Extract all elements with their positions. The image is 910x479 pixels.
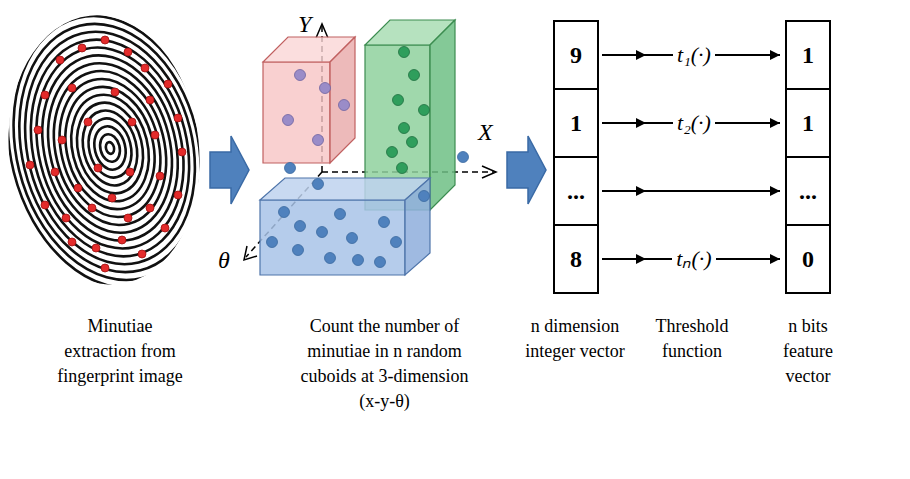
ridge <box>0 0 233 301</box>
vector-cell: 9 <box>553 20 599 90</box>
ridge <box>0 0 241 310</box>
axis-arrowhead <box>482 166 496 178</box>
cell-value: 1 <box>570 110 582 136</box>
ridge <box>2 14 219 283</box>
cell-value: ... <box>567 178 585 204</box>
axis-label: Y <box>298 12 311 36</box>
step-caption: Threshold function <box>647 314 737 364</box>
ridge <box>105 141 116 155</box>
minutiae-points <box>283 70 350 146</box>
axis-arrowhead <box>244 246 257 260</box>
cuboid-face <box>260 178 430 200</box>
fingerprint-ridges <box>0 0 241 310</box>
threshold-arrow <box>602 190 780 192</box>
cell-value: 9 <box>570 42 582 68</box>
vector-cell: 8 <box>553 224 599 294</box>
cell-value: 1 <box>802 110 814 136</box>
minutiae-dots <box>26 36 186 272</box>
ridge <box>97 132 122 164</box>
ridge <box>0 4 226 291</box>
cell-value: 8 <box>570 246 582 272</box>
cell-value: 1 <box>802 42 814 68</box>
vector-cell: 1 <box>785 20 831 90</box>
ridge <box>75 105 145 192</box>
step-caption: Count the number of minutiae in n random… <box>297 314 472 414</box>
vector-cell: ... <box>553 156 599 226</box>
ridge <box>31 50 189 246</box>
ridge <box>9 23 211 274</box>
pink-cuboid <box>263 37 355 163</box>
flow-arrow <box>210 136 249 204</box>
vector-cell: 0 <box>785 224 831 294</box>
cell-value: 0 <box>802 246 814 272</box>
minutiae-points <box>387 47 430 174</box>
cuboid-face <box>430 20 455 210</box>
vector-cell: 1 <box>785 88 831 158</box>
threshold-function: t₂(·) <box>673 110 715 135</box>
vector-cell: ... <box>785 156 831 226</box>
axis-arrowhead <box>316 24 328 38</box>
step-caption: Minutiae extraction from fingerprint ima… <box>54 314 186 389</box>
cell-value: ... <box>799 178 817 204</box>
flow-arrow <box>507 136 546 204</box>
step-caption: n bits feature vector <box>773 314 843 389</box>
axis-label: θ <box>218 248 230 272</box>
axis-label: X <box>478 120 493 144</box>
threshold-function: t₁(·) <box>673 42 715 67</box>
minutiae-points <box>267 152 469 268</box>
step-caption: n dimension integer vector <box>520 314 630 364</box>
blue-cuboid <box>260 178 430 275</box>
vector-cell: 1 <box>553 88 599 158</box>
threshold-function: tₙ(·) <box>672 246 715 271</box>
